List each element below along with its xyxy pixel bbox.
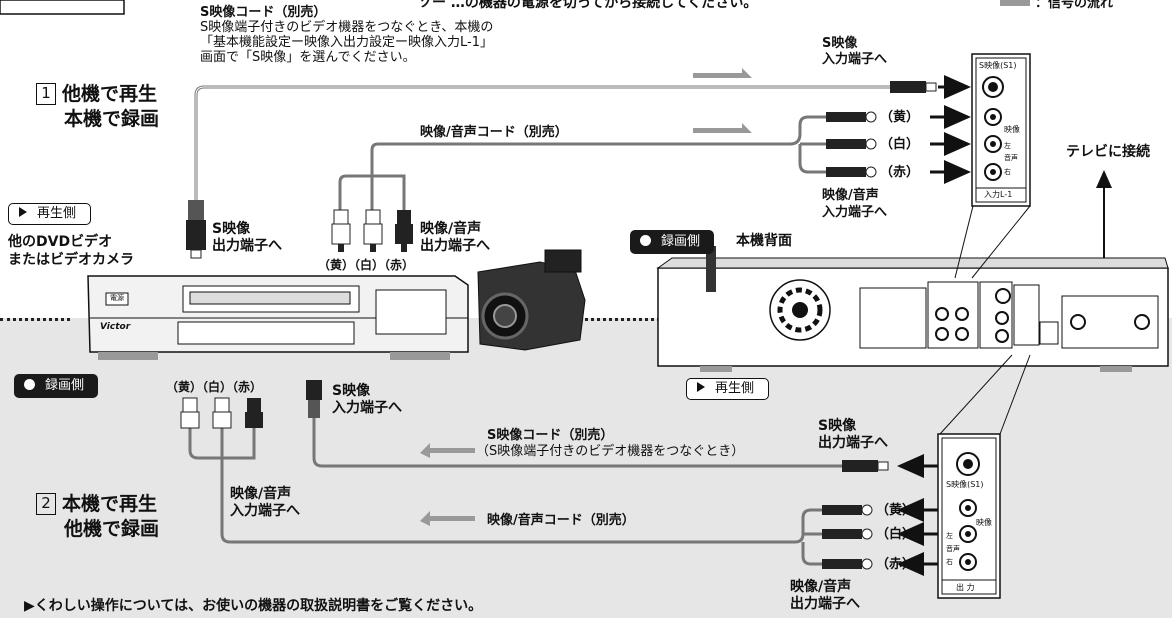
rca-plugs-2-left [180, 397, 263, 429]
section1-number: 1 [36, 83, 56, 105]
playback-side-label-2: 再生側 [715, 381, 755, 396]
av-cord-2: 映像/音声コード（別売） [487, 513, 635, 528]
s-plug-2-right [842, 460, 889, 472]
vcr-brand-logo: Victor [100, 322, 131, 332]
plug-colors-2: （黄）（白）（赤） [166, 380, 263, 394]
av-cord-1: 映像/音声コード（別売） [420, 125, 568, 140]
divider-dotted-mid [560, 318, 660, 321]
unit-back-label: 本機背面 [736, 233, 792, 249]
s-cord-desc-1: S映像端子付きのビデオ機器をつなぐとき、本機の [200, 20, 494, 35]
av-output-label-2a: 映像/音声 [790, 579, 852, 595]
vcr-power-label: 電源 [110, 294, 124, 302]
plug-colors-1: （黄）（白）（赤） [318, 258, 415, 272]
yellow-label-2: （黄） [876, 503, 916, 518]
s-input-label-1a: S映像 [822, 36, 858, 51]
camcorder [477, 249, 586, 351]
s-output-label-2a: S映像 [818, 418, 857, 434]
av-output-label-2b: 出力端子へ [790, 596, 860, 612]
s-output-label-1a: S映像 [212, 221, 251, 237]
section2-title-line2: 他機で録画 [64, 518, 160, 540]
flow-arrow-4 [420, 511, 475, 526]
panel2-s-label: S映像(S1) [946, 480, 984, 489]
tv-input-panel [971, 53, 1031, 207]
s-cord-title-1: S映像コード（別売） [200, 5, 327, 20]
section2-number: 2 [36, 493, 56, 515]
s-output-label-2b: 出力端子へ [818, 435, 888, 451]
footnote: ▶くわしい操作については、お使いの機器の取扱説明書をご覧ください。 [24, 598, 483, 614]
panel1-right: 右 [1004, 168, 1011, 176]
av-output-label-1b: 出力端子へ [420, 238, 490, 254]
top-left-box [0, 0, 125, 15]
av-output-label-1a: 映像/音声 [420, 221, 482, 237]
av-input-label-2a: 映像/音声 [230, 486, 292, 502]
rec-dot-icon-2 [24, 379, 35, 390]
panel2-audio: 音声 [946, 545, 960, 553]
rec-side-label-2: 録画側 [45, 378, 85, 393]
unit-output-panel [937, 433, 1001, 599]
s-plug-2-left [306, 380, 322, 418]
rca-plugs-2-right [822, 504, 873, 570]
other-vcr-device [87, 275, 469, 360]
section1-title: 1 他機で再生 [36, 82, 157, 106]
legend-label: ：信号の流れ [1035, 0, 1114, 11]
main-unit-back [656, 246, 1169, 372]
rec-side-badge-1: 録画側 [630, 230, 715, 254]
section2-title: 2 本機で再生 [36, 492, 157, 516]
play-icon [19, 207, 27, 217]
panel1-s-label: S映像(S1) [979, 61, 1017, 70]
av-input-label-2b: 入力端子へ [230, 503, 300, 519]
white-label-2: （白） [876, 527, 916, 542]
white-label-1: （白） [880, 137, 920, 152]
panel1-left: 左 [1004, 142, 1011, 150]
rec-dot-icon [640, 235, 651, 246]
s-cord-desc-3: 画面で「S映像」を選んでください。 [200, 50, 416, 65]
red-label-1: （赤） [880, 165, 920, 180]
divider-dotted-left [0, 318, 70, 321]
rca-plugs-1-left [331, 209, 413, 252]
s-input-label-2b: 入力端子へ [332, 400, 402, 416]
s-input-label-2a: S映像 [332, 383, 371, 399]
top-partial-text: ソー …の機器の電源を切ってから接続してください。 [418, 0, 758, 11]
s-cord-desc-2: 「基本機能設定ー映像入出力設定ー映像入力L-1」 [200, 35, 493, 50]
rec-side-badge-2: 録画側 [14, 374, 99, 398]
playback-side-badge-1: 再生側 [8, 203, 92, 225]
section1-title-line2: 本機で録画 [64, 108, 160, 130]
av-input-label-1a: 映像/音声 [822, 188, 879, 203]
other-device-line2: またはビデオカメラ [8, 252, 134, 268]
red-label-2: （赤） [876, 557, 916, 572]
s-plug-1-right [890, 81, 937, 93]
rec-side-label-1: 録画側 [661, 234, 701, 249]
av-cable-2 [220, 428, 822, 544]
s-cord-desc-2b: （S映像端子付きのビデオ機器をつなぐとき） [476, 444, 745, 459]
panel2-footer: 出 力 [956, 583, 975, 592]
s-cable-2 [312, 418, 842, 468]
tv-connect-label: テレビに接続 [1066, 144, 1150, 160]
av-input-label-1b: 入力端子へ [822, 205, 888, 220]
flow-arrow-2 [693, 123, 752, 133]
av-cable-1 [370, 115, 826, 210]
s-cord-title-2: S映像コード（別売） [487, 428, 614, 443]
s-plug-1-left [186, 200, 206, 259]
playback-side-label-1: 再生側 [37, 206, 77, 221]
section1-title-line1: 他機で再生 [62, 83, 158, 105]
panel1-video: 映像 [1004, 125, 1020, 134]
panel1-audio: 音声 [1004, 154, 1018, 162]
yellow-label-1: （黄） [880, 110, 920, 125]
panel1-footer: 入力L-1 [984, 190, 1013, 199]
legend-swatch [1000, 0, 1030, 6]
other-device-line1: 他のDVDビデオ [8, 234, 113, 250]
playback-side-badge-2: 再生側 [686, 378, 770, 400]
panel2-left: 左 [946, 532, 953, 540]
section2-title-line1: 本機で再生 [62, 493, 158, 515]
panel2-right: 右 [946, 558, 953, 566]
flow-arrow-1 [693, 68, 752, 78]
rca-plugs-1-right [826, 111, 877, 178]
play-icon-2 [697, 382, 705, 392]
s-output-label-1b: 出力端子へ [212, 238, 282, 254]
s-input-label-1b: 入力端子へ [822, 52, 888, 67]
panel2-video: 映像 [976, 518, 992, 527]
flow-arrow-3 [420, 443, 475, 458]
